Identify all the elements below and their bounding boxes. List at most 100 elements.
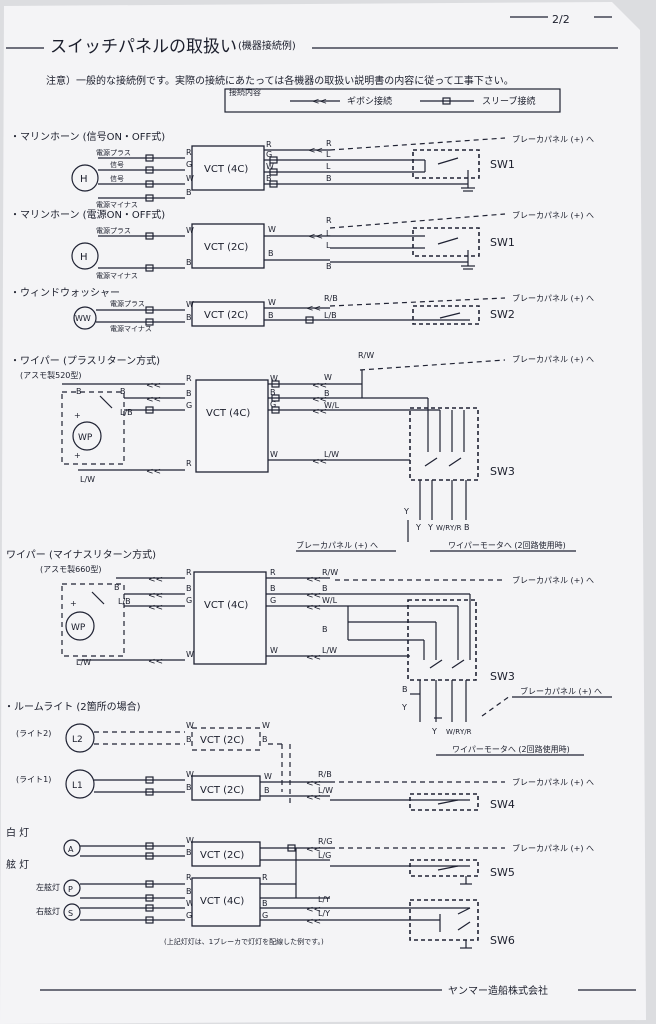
model-label: (アスモ製660型) (40, 564, 102, 574)
svg-text:L/W: L/W (324, 450, 339, 459)
svg-text:電源マイナス: 電源マイナス (96, 271, 138, 280)
svg-text:+: + (70, 599, 77, 608)
svg-text:B: B (186, 313, 192, 322)
port-light-icon: P (68, 885, 73, 894)
svg-text:L/W: L/W (80, 475, 95, 484)
svg-text:B: B (322, 584, 328, 593)
svg-text:B: B (186, 188, 192, 197)
svg-text:<<: << (306, 653, 321, 663)
svg-text:G: G (262, 911, 268, 920)
svg-text:R: R (186, 459, 192, 468)
svg-text:<<: << (148, 591, 163, 601)
svg-text:L/B: L/B (118, 597, 131, 606)
svg-text:W: W (186, 300, 194, 309)
light1-label: (ライト1) (16, 775, 51, 784)
svg-text:B: B (186, 389, 192, 398)
svg-text:<<: << (308, 146, 323, 156)
model-label: (アスモ製520型) (20, 370, 82, 380)
svg-text:B: B (186, 887, 192, 896)
breaker-label: ブレーカパネル (+) へ (512, 777, 594, 787)
svg-text:R/W: R/W (358, 351, 374, 360)
svg-text:W: W (186, 899, 194, 908)
page-subtitle: (機器接続例) (238, 39, 296, 52)
switch-sw6: SW6 (490, 934, 515, 947)
svg-text:<<: << (306, 591, 321, 601)
section-white-light: 白 灯 A W B VCT (2C) << R/G L/G ブレーカパネル (+… (6, 826, 594, 885)
svg-text:<<: << (306, 917, 321, 927)
white-light-icon: A (68, 845, 74, 854)
svg-text:G: G (270, 400, 276, 409)
svg-text:W: W (266, 162, 274, 171)
section-wiper-minus-return: ワイパー (マイナスリターン方式) (アスモ製660型) WP + B L/B … (6, 548, 612, 756)
svg-text:電源プラス: 電源プラス (96, 148, 131, 157)
switch-sw1: SW1 (490, 236, 515, 249)
svg-text:R: R (266, 140, 272, 149)
svg-text:R/B: R/B (324, 294, 338, 303)
svg-text:W: W (264, 772, 272, 781)
svg-text:<<: << (306, 603, 321, 613)
svg-text:R: R (186, 873, 192, 882)
horn-device-icon: H (80, 252, 88, 263)
cable-vct4: VCT (4C) (200, 896, 244, 907)
svg-text:L: L (326, 162, 331, 171)
svg-text:R/B: R/B (318, 770, 332, 779)
svg-text:<<: << (148, 603, 163, 613)
svg-text:L/G: L/G (318, 851, 331, 860)
svg-text:+: + (74, 451, 81, 460)
svg-text:G: G (186, 401, 192, 410)
svg-text:B: B (114, 583, 120, 592)
breaker-label: ブレーカパネル (+) へ (512, 134, 594, 144)
svg-text:B: B (464, 523, 470, 532)
page-number: 2/2 (552, 13, 570, 26)
svg-text:B: B (402, 685, 408, 694)
cable-vct4: VCT (4C) (204, 164, 248, 175)
svg-text:W: W (270, 450, 278, 459)
svg-text:L/Y: L/Y (318, 895, 330, 904)
svg-text:<<: << (312, 97, 327, 107)
footer: ヤンマー造船株式会社 (40, 984, 636, 997)
svg-text:B: B (324, 389, 330, 398)
svg-text:L/W: L/W (322, 646, 337, 655)
svg-text:W: W (186, 650, 194, 659)
svg-text:L/W: L/W (76, 658, 91, 667)
switch-sw2: SW2 (490, 308, 515, 321)
svg-text:Y: Y (401, 703, 407, 712)
svg-text:B: B (326, 262, 332, 271)
svg-text:B: B (322, 625, 328, 634)
svg-text:<<: << (306, 793, 321, 803)
svg-text:B: B (264, 786, 270, 795)
section-title: 舷 灯 (6, 858, 29, 871)
svg-text:+: + (74, 411, 81, 420)
connection-legend: 接続内容 << ギボシ接続 スリーブ接続 (224, 87, 561, 113)
svg-text:W/L: W/L (322, 596, 338, 605)
wiper-motor-label: ワイパーモータへ (2回路使用時) (448, 540, 566, 550)
svg-text:B: B (186, 783, 192, 792)
svg-text:W: W (186, 721, 194, 730)
svg-text:Y: Y (427, 523, 433, 532)
section-title: ・ワイパー (プラスリターン方式) (10, 354, 160, 367)
section-room-light: ・ルームライト (2箇所の場合) (ライト2) L2 W B VCT (2C) … (4, 700, 594, 811)
svg-text:電源マイナス: 電源マイナス (96, 200, 138, 209)
breaker-label: ブレーカパネル (+) へ (512, 354, 594, 364)
svg-text:<<: << (306, 575, 321, 585)
page-title: スイッチパネルの取扱い (50, 37, 237, 57)
cable-vct4: VCT (4C) (206, 408, 250, 419)
switch-sw5: SW5 (490, 866, 515, 879)
svg-text:B: B (266, 174, 272, 183)
section-title: 白 灯 (6, 826, 29, 839)
svg-text:B: B (268, 249, 274, 258)
cable-vct4: VCT (4C) (204, 600, 248, 611)
section-title: ・マリンホーン (信号ON・OFF式) (10, 130, 165, 143)
room-light-1-icon: L1 (72, 781, 83, 791)
svg-text:B: B (186, 258, 192, 267)
svg-text:電源プラス: 電源プラス (110, 299, 145, 308)
svg-text:W: W (186, 770, 194, 779)
svg-text:W: W (186, 226, 194, 235)
svg-text:B: B (186, 735, 192, 744)
caution-note: 注意）一般的な接続例です。実際の接続にあたっては各機器の取扱い説明書の内容に従っ… (46, 74, 514, 87)
section-title: ・ルームライト (2箇所の場合) (4, 700, 141, 713)
svg-text:B: B (268, 311, 274, 320)
section-washer: ・ウィンドウォッシャー WW 電源プラス 電源マイナス VCT (2C) W B… (10, 287, 594, 333)
